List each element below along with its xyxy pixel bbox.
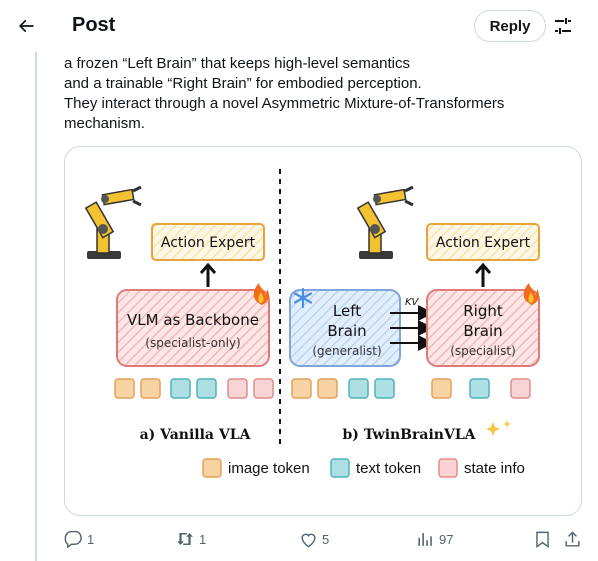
right-brain-title-2: Brain (463, 322, 502, 340)
caption-twinbrain: b) TwinBrainVLA (342, 427, 476, 443)
tweet-text-line: mechanism. (64, 115, 145, 132)
legend-label-text: text token (356, 460, 421, 477)
robot-arm-icon (84, 185, 142, 259)
legend-label-image: image token (228, 460, 310, 477)
fire-icon (523, 283, 539, 305)
fire-icon (253, 283, 269, 305)
like-count: 5 (322, 531, 330, 547)
views-icon (418, 532, 432, 546)
tweet-text-line: a frozen “Left Brain” that keeps high-le… (64, 55, 411, 72)
up-arrow-icon (199, 262, 217, 287)
views-action[interactable]: 97 (416, 526, 453, 552)
kv-label: KV (405, 297, 420, 308)
right-brain-box (426, 289, 540, 367)
reply-button[interactable]: Reply (474, 10, 546, 42)
header: Post Reply (0, 0, 598, 52)
token-row-right (291, 378, 531, 399)
legend-label-state: state info (464, 460, 525, 477)
bookmark-icon (536, 531, 549, 548)
page-title: Post (72, 14, 116, 36)
repost-count: 1 (199, 531, 207, 547)
post-image[interactable]: Action Expert VLM as Backbone (specialis… (64, 146, 582, 516)
action-expert-label-left: Action Expert (161, 235, 256, 251)
reply-icon (64, 530, 82, 548)
share-action[interactable] (563, 526, 582, 552)
repost-icon (177, 532, 193, 545)
snowflake-icon (293, 287, 313, 309)
right-brain-subtitle: (specialist) (450, 344, 516, 358)
reply-count: 1 (87, 531, 95, 547)
action-expert-box-right (426, 223, 540, 261)
sparkle-icon (486, 420, 511, 436)
up-arrow-icon (474, 262, 492, 287)
thread-line (35, 50, 37, 561)
filter-button[interactable] (551, 14, 575, 38)
left-brain-title-2: Brain (327, 322, 366, 340)
action-bar: 1 1 5 97 (0, 526, 598, 552)
token-row-left (114, 378, 274, 399)
vlm-backbone-title: VLM as Backbone (127, 311, 259, 329)
share-icon (565, 530, 580, 547)
heart-icon (301, 533, 316, 547)
robot-arm-icon (356, 185, 414, 259)
action-expert-box-left (151, 223, 265, 261)
tweet-text: a frozen “Left Brain” that keeps high-le… (64, 54, 584, 134)
bookmark-action[interactable] (533, 526, 552, 552)
caption-vanilla: a) Vanilla VLA (140, 427, 252, 443)
left-brain-title: Left (333, 302, 361, 320)
like-action[interactable]: 5 (299, 526, 329, 552)
back-button[interactable] (8, 8, 44, 44)
legend-swatch-image (202, 458, 222, 478)
vlm-backbone-subtitle: (specialist-only) (145, 336, 240, 350)
right-brain-title: Right (463, 302, 503, 320)
legend: image token text token state info (202, 458, 525, 478)
action-expert-label-right: Action Expert (436, 235, 531, 251)
legend-swatch-text (330, 458, 350, 478)
view-count: 97 (439, 531, 454, 547)
arrow-left-icon (18, 19, 34, 33)
vlm-backbone-box (116, 289, 270, 367)
sliders-icon (555, 18, 571, 34)
tweet-text-line: and a trainable “Right Brain” for embodi… (64, 75, 422, 92)
repost-action[interactable]: 1 (176, 526, 206, 552)
tweet-text-line: They interact through a novel Asymmetric… (64, 95, 505, 112)
reply-action[interactable]: 1 (64, 526, 94, 552)
architecture-figure: Action Expert VLM as Backbone (specialis… (84, 169, 540, 478)
left-brain-subtitle: (generalist) (312, 344, 381, 358)
legend-swatch-state (438, 458, 458, 478)
